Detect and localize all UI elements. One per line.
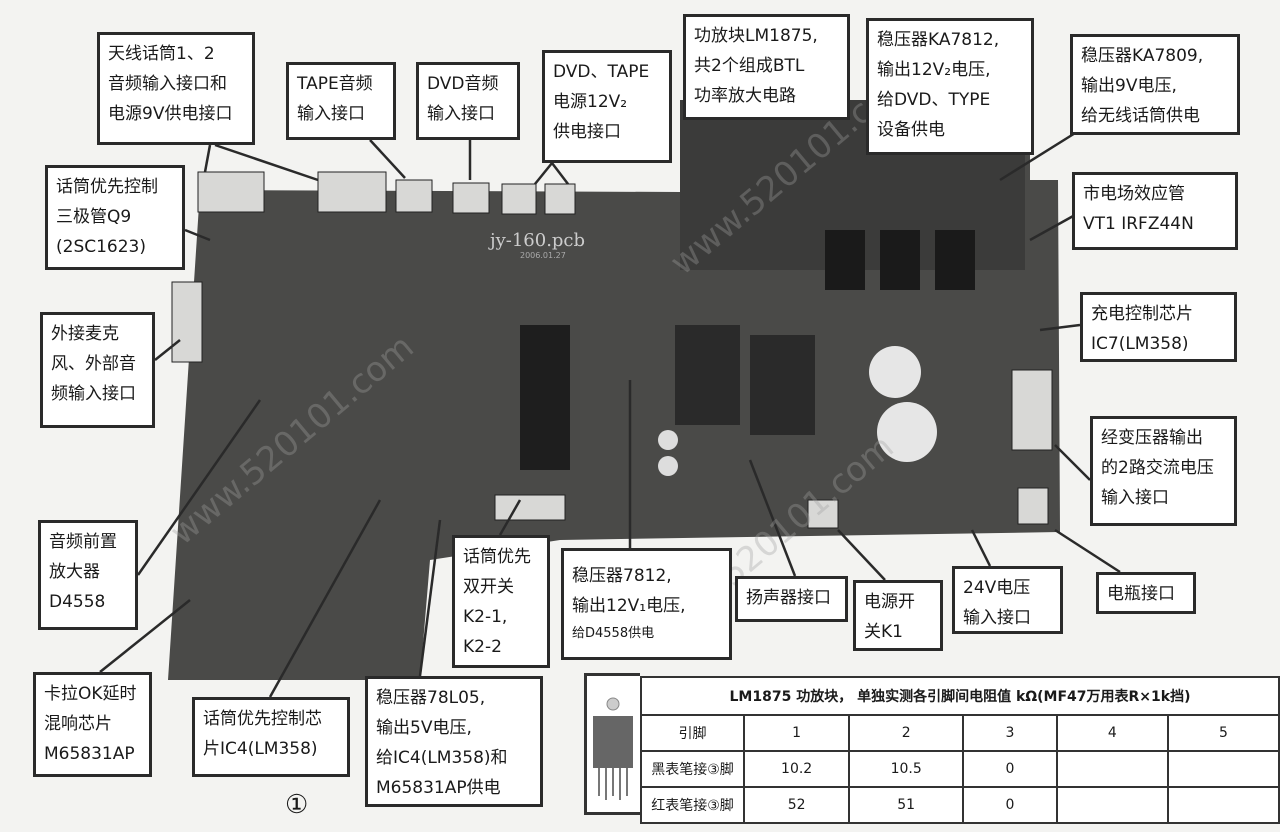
table-cell: 10.5 [848, 750, 965, 788]
label-ka7809: 稳压器KA7809, 输出9V电压, 给无线话筒供电 [1070, 34, 1240, 135]
table-cell [1055, 750, 1169, 788]
label-lm1875: 功放块LM1875, 共2个组成BTL 功率放大电路 [683, 14, 850, 120]
lm1875-chip-image [584, 673, 640, 815]
table-row: 红表笔接③脚 52 51 0 [639, 786, 1280, 824]
label-mic-priority-ic: 话筒优先控制芯 片IC4(LM358) [192, 697, 350, 777]
label-dvd-tape-power: DVD、TAPE 电源12V₂ 供电接口 [542, 50, 672, 163]
table-cell: 52 [743, 786, 851, 824]
label-battery-port: 电瓶接口 [1096, 572, 1196, 614]
pcb-text: jy-160.pcb [488, 230, 585, 251]
table-header-cell: 3 [962, 714, 1058, 752]
leader-lines [99, 128, 1121, 698]
label-audio-preamp: 音频前置 放大器 D4558 [38, 520, 138, 630]
table-header-cell: 5 [1166, 714, 1280, 752]
label-mosfet: 市电场效应管 VT1 IRFZ44N [1072, 172, 1238, 250]
table-header-row: 引脚 1 2 3 4 5 [639, 714, 1280, 752]
label-antenna-mic-input: 天线话筒1、2 音频输入接口和 电源9V供电接口 [97, 32, 255, 145]
table-header-cell: 引脚 [639, 714, 746, 752]
label-regulator-7812-sub: 给D4558供电 [572, 626, 655, 641]
connectors [171, 171, 1053, 529]
label-mic-priority-switch: 话筒优先 双开关 K2-1, K2-2 [452, 535, 550, 668]
table-header-cell: 1 [743, 714, 851, 752]
label-24v-input: 24V电压 输入接口 [952, 566, 1063, 634]
table-cell [1166, 750, 1280, 788]
table-cell: 0 [962, 750, 1058, 788]
table-cell: 10.2 [743, 750, 851, 788]
label-transformer-ac-input: 经变压器输出 的2路交流电压 输入接口 [1090, 416, 1237, 526]
lm1875-resistance-table: LM1875 功放块， 单独实测各引脚间电阻值 kΩ(MF47万用表R×1k挡)… [639, 676, 1280, 824]
label-power-switch: 电源开 关K1 [853, 580, 943, 651]
label-mic-priority-transistor: 话筒优先控制 三极管Q9 (2SC1623) [45, 165, 185, 270]
label-regulator-7812-main: 稳压器7812, 输出12V₁电压, [572, 566, 686, 616]
table-header-cell: 2 [848, 714, 965, 752]
label-regulator-7812: 稳压器7812, 输出12V₁电压, 给D4558供电 [561, 548, 732, 660]
figure-number: ① [285, 790, 309, 820]
label-speaker-port: 扬声器接口 [735, 576, 848, 622]
label-dvd-audio-input: DVD音频 输入接口 [416, 62, 520, 140]
table-cell [1055, 786, 1169, 824]
table-cell: 红表笔接③脚 [639, 786, 746, 824]
label-karaoke-chip: 卡拉OK延时 混响芯片 M65831AP [33, 672, 152, 777]
table-cell: 黑表笔接③脚 [639, 750, 746, 788]
pcb-date: 2006.01.27 [520, 251, 566, 260]
table-cell [1166, 786, 1280, 824]
label-charge-control-ic: 充电控制芯片 IC7(LM358) [1080, 292, 1237, 362]
label-ka7812: 稳压器KA7812, 输出12V₂电压, 给DVD、TYPE 设备供电 [866, 18, 1034, 155]
label-tape-audio-input: TAPE音频 输入接口 [286, 62, 396, 140]
table-title: LM1875 功放块， 单独实测各引脚间电阻值 kΩ(MF47万用表R×1k挡) [640, 676, 1280, 716]
table-row: 黑表笔接③脚 10.2 10.5 0 [639, 750, 1280, 788]
label-external-mic-input: 外接麦克 风、外部音 频输入接口 [40, 312, 155, 428]
label-regulator-78l05: 稳压器78L05, 输出5V电压, 给IC4(LM358)和 M65831AP供… [365, 676, 543, 807]
table-cell: 51 [848, 786, 965, 824]
lm1875-chip-icon [593, 697, 633, 800]
table-header-cell: 4 [1055, 714, 1169, 752]
components [520, 230, 975, 476]
table-cell: 0 [962, 786, 1058, 824]
